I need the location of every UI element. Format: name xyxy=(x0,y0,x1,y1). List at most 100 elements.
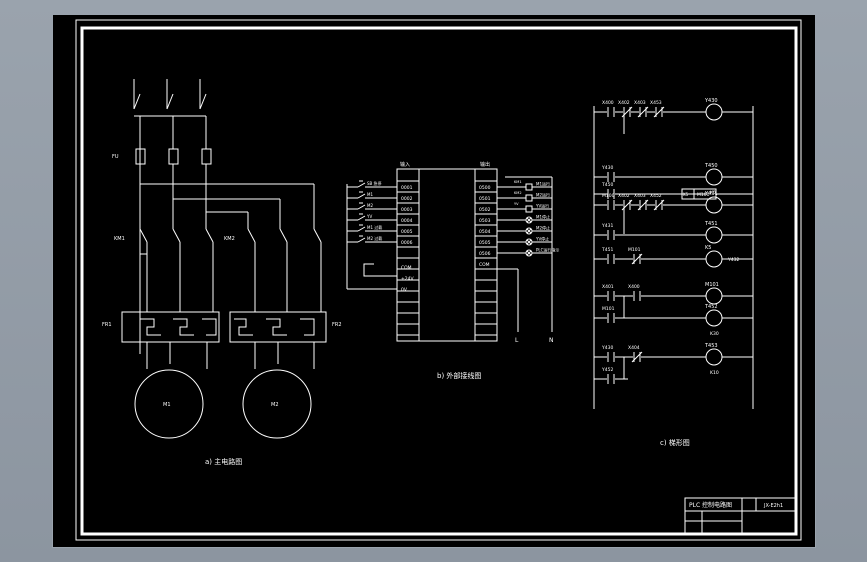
title-block: PLC 控制电路图 JX-E2h1 xyxy=(684,497,797,535)
input-device-label: YV xyxy=(366,214,372,219)
contact-nc-slash xyxy=(653,106,665,118)
output-coil-label: KM1 xyxy=(514,180,522,184)
coil-label: K5 xyxy=(705,245,711,251)
km2-label: KM2 xyxy=(224,236,235,242)
schematic-drawing: FU KM1 xyxy=(52,14,816,548)
input-pushbutton-1 xyxy=(347,180,397,188)
output-coil xyxy=(705,309,723,327)
relay-coil xyxy=(525,194,533,202)
contact-label: T451 xyxy=(601,247,613,253)
output-coil-label: KM2 xyxy=(514,191,522,195)
coil-label: T450 xyxy=(704,163,718,169)
relay-coil xyxy=(525,205,533,213)
constant-label: K5 xyxy=(683,192,689,197)
input-terminal-label: 0001 xyxy=(401,185,413,191)
contact-label: X402 xyxy=(618,100,630,106)
contact-label: T450 xyxy=(601,182,613,188)
output-load-2 xyxy=(497,194,552,202)
contact-label: Y430 xyxy=(601,345,613,351)
coil-label: M100 xyxy=(697,192,710,198)
thermal-relay-fr1 xyxy=(121,311,220,343)
inner-border-thin xyxy=(75,19,802,541)
plc-output-column xyxy=(474,168,498,342)
input-pushbutton-4 xyxy=(347,213,397,221)
main-circuit: FU KM1 xyxy=(102,79,342,466)
output-terminal-label: 0504 xyxy=(479,229,491,235)
output-coil xyxy=(705,168,723,186)
contact-label: X402 xyxy=(618,193,630,199)
contactor-km2 xyxy=(247,228,322,254)
drawing-sheet: FU KM1 xyxy=(52,14,816,548)
plc-terminal-rows xyxy=(397,180,497,336)
output-device-label: M1停止 xyxy=(536,214,550,220)
contact-gap xyxy=(607,290,615,302)
input-device-label: M1 xyxy=(367,192,373,197)
wiring-caption: b) 外部接线图 xyxy=(437,371,481,380)
input-pushbutton-5 xyxy=(347,224,397,232)
output-coil xyxy=(705,287,723,305)
input-terminal-label: 0002 xyxy=(401,196,413,202)
contact-gap xyxy=(607,229,615,241)
switch-blade xyxy=(357,237,366,243)
contact-nc-slash xyxy=(637,106,649,118)
contact-gap xyxy=(607,351,615,363)
coil-label: T453 xyxy=(704,343,718,349)
contactor-km1 xyxy=(139,228,214,255)
input-common-label: +24V xyxy=(401,276,414,282)
output-load-1 xyxy=(497,183,552,191)
fr2-label: FR2 xyxy=(332,322,342,328)
input-pushbutton-2 xyxy=(347,191,397,199)
output-terminal-label: COM xyxy=(479,262,490,268)
lamp-cross xyxy=(526,239,532,245)
contact-nc-slash xyxy=(631,253,643,265)
contact-gap xyxy=(607,188,615,200)
title-block-title: PLC 控制电路图 xyxy=(689,501,732,509)
coil-note: K10 xyxy=(710,370,719,376)
output-device-label: M2停止 xyxy=(536,225,550,231)
main-circuit-caption: a) 主电路图 xyxy=(205,457,242,466)
coil-note: K5 xyxy=(710,190,716,196)
output-common-wiring xyxy=(497,176,553,332)
ladder-rung-10: Y452 xyxy=(594,367,628,385)
bus-lines xyxy=(139,164,315,229)
output-terminal-label: 0505 xyxy=(479,240,491,246)
output-coil xyxy=(705,196,723,214)
contact-label: X403 xyxy=(634,100,646,106)
km1-label: KM1 xyxy=(114,236,125,242)
contact-gap xyxy=(607,312,615,324)
contact-label: Y452 xyxy=(601,367,613,373)
input-common-label: 0V xyxy=(401,287,408,293)
coil-note: K30 xyxy=(710,331,719,337)
input-pushbutton-3 xyxy=(347,202,397,210)
input-common-wiring xyxy=(346,184,397,290)
input-terminal-label: 0004 xyxy=(401,218,413,224)
input-device-label: M2 xyxy=(367,203,373,208)
output-coil xyxy=(705,103,723,121)
contact-label: X401 xyxy=(602,284,614,290)
output-terminal-label: 0503 xyxy=(479,218,491,224)
output-terminal-label: 0506 xyxy=(479,251,491,257)
input-header: 输入 xyxy=(400,161,410,168)
contact-label: X403 xyxy=(634,193,646,199)
contact-nc-slash xyxy=(653,199,665,211)
input-terminal-label: 0005 xyxy=(401,229,413,235)
output-terminal-label: 0502 xyxy=(479,207,491,213)
switch-blade xyxy=(357,193,366,199)
ladder-caption: c) 梯形图 xyxy=(660,438,690,447)
thermal-relay-fr2 xyxy=(229,311,327,343)
input-terminal-label: 0003 xyxy=(401,207,413,213)
relay-feed xyxy=(146,254,322,312)
line-n-label: N xyxy=(549,337,554,344)
drawing-number: JX-E2h1 xyxy=(763,503,783,509)
output-load-4 xyxy=(497,216,552,224)
relay-coil xyxy=(525,183,533,191)
contact-label: X400 xyxy=(628,284,640,290)
output-load-6 xyxy=(497,238,552,246)
